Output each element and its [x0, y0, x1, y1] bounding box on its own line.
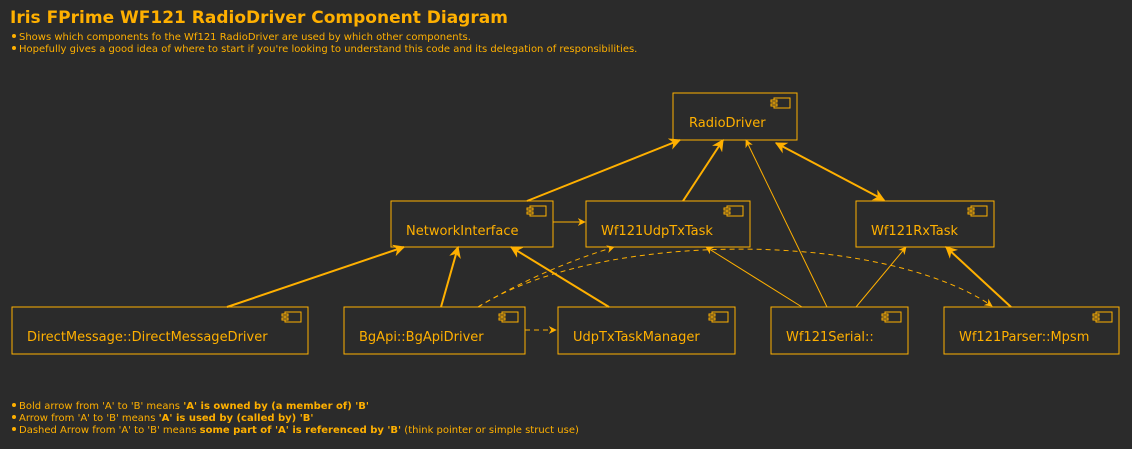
bullet-icon: [12, 415, 16, 419]
header-note: Shows which components fo the Wf121 Radi…: [12, 32, 637, 44]
component-wf121-rx-task[interactable]: Wf121RxTask: [855, 200, 995, 248]
component-udp-tx-task-manager[interactable]: UdpTxTaskManager: [557, 306, 736, 355]
arrow-udptx-to-radio: [682, 138, 724, 202]
arrow-rx-radio-bidirectional: [774, 142, 886, 201]
component-label: BgApi::BgApiDriver: [359, 330, 484, 345]
header-note: Hopefully gives a good idea of where to …: [12, 44, 637, 56]
arrow-net-to-radio: [526, 138, 682, 202]
legend-note: Dashed Arrow from 'A' to 'B' means some …: [12, 425, 579, 437]
component-icon: [881, 311, 902, 323]
component-icon: [1092, 311, 1113, 323]
arrow-serial-to-rx: [855, 246, 907, 308]
component-network-interface[interactable]: NetworkInterface: [390, 200, 554, 248]
component-radio-driver[interactable]: RadioDriver: [672, 92, 798, 141]
component-label: DirectMessage::DirectMessageDriver: [27, 330, 268, 345]
header-notes: Shows which components fo the Wf121 Radi…: [12, 32, 637, 56]
component-icon: [526, 205, 547, 217]
component-direct-message-driver[interactable]: DirectMessage::DirectMessageDriver: [11, 306, 309, 355]
component-wf121-udp-tx-task[interactable]: Wf121UdpTxTask: [585, 200, 751, 248]
component-icon: [723, 205, 744, 217]
component-label: Wf121RxTask: [871, 224, 958, 239]
component-label: NetworkInterface: [406, 224, 518, 239]
diagram-title: Iris FPrime WF121 RadioDriver Component …: [10, 8, 508, 28]
arrow-serial-to-radio: [745, 139, 828, 308]
bullet-icon: [12, 427, 16, 431]
bullet-icon: [12, 46, 16, 50]
legend-notes: Bold arrow from 'A' to 'B' means 'A' is …: [12, 401, 579, 437]
component-label: RadioDriver: [689, 116, 766, 131]
component-wf121-serial[interactable]: Wf121Serial::: [770, 306, 909, 355]
component-wf121-parser-mpsm[interactable]: Wf121Parser::Mpsm: [943, 306, 1120, 355]
arrow-parser-to-rx: [945, 246, 1012, 308]
arrow-mgr-to-net: [509, 246, 610, 308]
arrow-serial-to-udptx: [705, 246, 803, 308]
component-label: Wf121Parser::Mpsm: [959, 330, 1089, 345]
legend-note: Bold arrow from 'A' to 'B' means 'A' is …: [12, 401, 579, 413]
legend-note: Arrow from 'A' to 'B' means 'A' is used …: [12, 413, 579, 425]
component-icon: [770, 97, 791, 109]
component-icon: [967, 205, 988, 217]
component-bgapi-driver[interactable]: BgApi::BgApiDriver: [343, 306, 526, 355]
component-icon: [281, 311, 302, 323]
component-icon: [498, 311, 519, 323]
component-label: Wf121UdpTxTask: [601, 224, 713, 239]
arrow-bg-to-parser-dashed: [477, 248, 993, 308]
bullet-icon: [12, 34, 16, 38]
arrow-dm-to-net: [226, 244, 406, 308]
component-label: Wf121Serial::: [786, 330, 874, 345]
bullet-icon: [12, 403, 16, 407]
component-icon: [708, 311, 729, 323]
arrow-bg-to-udptx-dashed: [477, 245, 615, 308]
arrow-bg-to-net: [440, 245, 461, 308]
component-label: UdpTxTaskManager: [573, 330, 700, 345]
